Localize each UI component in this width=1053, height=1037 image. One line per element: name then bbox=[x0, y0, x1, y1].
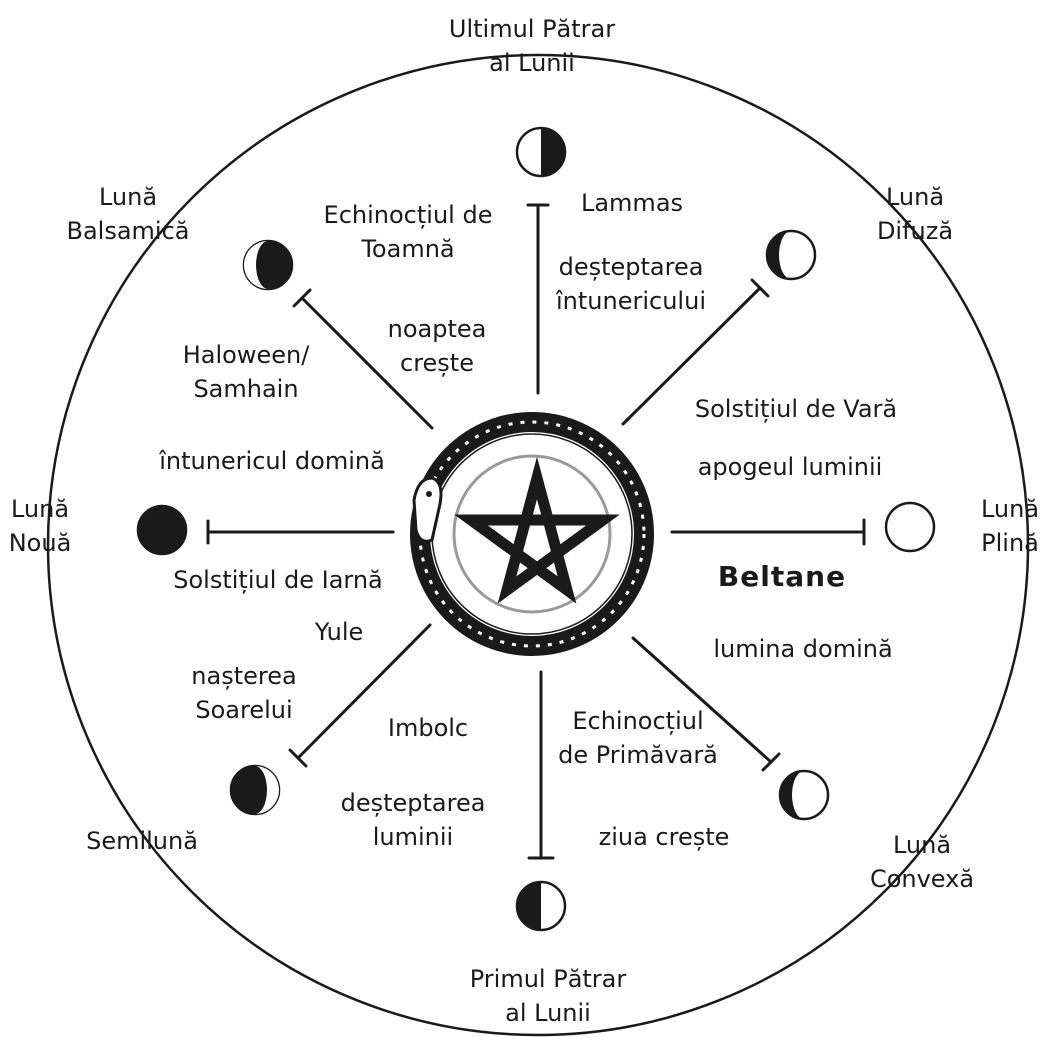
ouroboros-serpent-icon bbox=[414, 422, 644, 646]
full-moon-icon bbox=[886, 503, 934, 551]
litha-note: apogeul luminii bbox=[698, 450, 883, 484]
crescent-moon-icon bbox=[231, 766, 279, 814]
samhain-label: Haloween/Samhain bbox=[183, 338, 310, 406]
pentagram-icon bbox=[471, 478, 603, 590]
lammas-label: Lammas bbox=[581, 186, 683, 220]
imbolc-label: Imbolc bbox=[388, 711, 468, 745]
new-moon-icon bbox=[138, 506, 186, 554]
spokes bbox=[208, 205, 864, 858]
last-quarter-moon-icon bbox=[517, 128, 565, 176]
disseminating-moon-icon bbox=[767, 231, 815, 279]
first-quarter-moon-icon bbox=[517, 882, 565, 930]
ostara-note: ziua crește bbox=[599, 820, 730, 854]
balsamic-moon-icon bbox=[244, 241, 292, 289]
yule-label: Solstițiul de Iarnă bbox=[173, 563, 383, 597]
beltane-note: lumina domină bbox=[713, 632, 892, 666]
yule-name: Yule bbox=[315, 615, 364, 649]
crescent-label: Semilună bbox=[86, 824, 198, 858]
beltane-label: Beltane bbox=[718, 560, 846, 594]
samhain-note: întunericul domină bbox=[159, 444, 385, 478]
litha-label: Solstițiul de Vară bbox=[695, 392, 897, 426]
gibbous-moon-icon bbox=[780, 771, 828, 819]
